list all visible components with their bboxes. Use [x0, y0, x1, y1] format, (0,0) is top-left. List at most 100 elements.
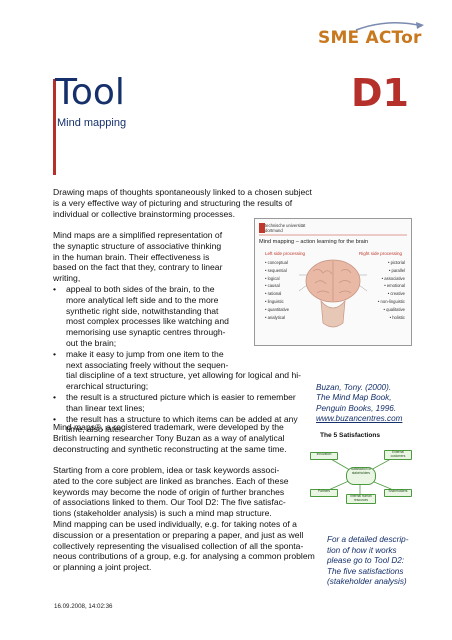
five-satisfactions-figure: The 5 Satisfactions Innovation External … [306, 428, 414, 518]
institution-line: technische universität [265, 223, 306, 228]
source-link[interactable]: www.buzancentres.com [316, 413, 403, 423]
method-paragraph: Starting from a core problem, idea or ta… [53, 465, 289, 519]
right-item: • holistic [389, 314, 405, 320]
source-line: The Mind Map Book, [316, 393, 392, 403]
intro-paragraph: Drawing maps of thoughts spontaneously l… [53, 187, 312, 219]
left-item: • conceptual [265, 260, 288, 265]
benefit-line: out the brain; [66, 337, 117, 348]
right-item: • associative [381, 275, 405, 281]
right-item: • parallel [388, 267, 405, 273]
benefit-line: next associating freely without the sequ… [66, 359, 229, 370]
benefit-line: the result is a structured picture which… [66, 391, 296, 402]
benefit-line: erarchical structuring; [66, 381, 149, 392]
node-partners: Partners [310, 489, 338, 497]
right-item: • non-linguistic [377, 298, 405, 304]
right-item: • pictorial [387, 260, 405, 265]
para5-line: collectively representing the visualised… [53, 540, 304, 551]
benefit-item: appeal to both sides of the brain, to th… [53, 284, 301, 349]
benefit-line: more analytical left side and to the mor… [66, 294, 219, 305]
logo-text: SME ACTor [318, 28, 422, 48]
title-accent-bar [53, 79, 56, 175]
left-side-heading: Left side processing [265, 251, 306, 256]
left-item: • logical [265, 275, 280, 281]
node-internal-hr: Internal human resources [346, 494, 376, 504]
note-line: (stakeholder analysis) [327, 577, 407, 586]
para2-line: Mind maps are a simplified representatio… [53, 230, 223, 240]
para3-line: British learning researcher Tony Buzan a… [53, 432, 285, 443]
benefit-line: time, also later. [66, 424, 124, 435]
intro-line: is a very effective way of picturing and… [53, 197, 293, 208]
benefit-line: most complex processes like watching and [66, 316, 229, 327]
left-item: • analytical [265, 314, 286, 320]
para5-line: or planning a joint project. [53, 562, 152, 573]
left-item: • quantitative [265, 306, 290, 312]
benefit-line: than linear text lines; [66, 402, 145, 413]
para2-line: writing, [53, 273, 81, 284]
source-line: Penguin Books, 1996. [316, 403, 397, 413]
para2-line: the synaptic structure of associative th… [53, 240, 222, 251]
trademark-paragraph: Mind maps®, a registered trademark, were… [53, 422, 287, 454]
para2-lines: Mind maps are a simplified representatio… [53, 230, 301, 284]
benefit-line: tial discipline of a text structure, yet… [66, 370, 302, 381]
brain-illustration [259, 223, 407, 328]
intro-text: Drawing maps of thoughts spontaneously l… [53, 187, 312, 219]
right-item: • emotional [384, 283, 405, 289]
para5-line: Mind mapping can be used individually, e… [53, 519, 297, 529]
benefit-item: the result is a structured picture which… [53, 392, 301, 414]
left-item: • sequential [265, 267, 287, 273]
logo-swoosh-icon [355, 22, 424, 31]
usage-paragraph: Mind mapping can be used individually, e… [53, 519, 315, 573]
para4-lines: Starting from a core problem, idea or ta… [53, 465, 289, 519]
node-center: Satisfaction of stakeholders [346, 467, 376, 485]
para5-line: discussion or a presentation or preparin… [53, 529, 304, 540]
note-line: tion of how it works [327, 545, 397, 555]
para5-lines: Mind mapping can be used individually, e… [53, 519, 315, 573]
source-line: Buzan, Tony. (2000). [316, 383, 392, 392]
para4-line: keywords may become the node of origin o… [53, 486, 285, 497]
footer-timestamp: 16.09.2008, 14:02:36 [54, 603, 113, 610]
benefit-item: the result has a structure to which item… [53, 414, 301, 436]
benefit-line: memorising use synaptic centres through- [66, 327, 226, 338]
benefit-line: appeal to both sides of the brain, to th… [66, 283, 215, 294]
note-line: For a detailed descrip- [327, 535, 409, 544]
para3-lines: Mind maps®, a registered trademark, were… [53, 422, 287, 454]
figure2-title: The 5 Satisfactions [320, 432, 381, 439]
source-lines: Buzan, Tony. (2000).The Mind Map Book,Pe… [316, 383, 402, 414]
institution-line: dortmund [265, 228, 283, 233]
note-line: please go to Tool D2: [327, 556, 405, 565]
para4-line: tions (stakeholder analysis) is such a m… [53, 508, 272, 519]
para4-line: ated to the core subject are linked as b… [53, 475, 289, 486]
node-shareholders: Shareholders [384, 489, 412, 497]
benefit-line: make it easy to jump from one item to th… [66, 348, 224, 359]
source-reference: Buzan, Tony. (2000).The Mind Map Book,Pe… [316, 383, 402, 424]
right-side-heading: Right side processing [359, 251, 403, 256]
right-item: • creative [387, 291, 405, 297]
figure1-title: Mind mapping – action learning for the b… [259, 239, 369, 245]
benefits-list: appeal to both sides of the brain, to th… [53, 284, 301, 435]
note-line: The five satisfactions [327, 566, 404, 576]
left-item: • rational [265, 291, 282, 297]
para3-line: Mind maps®, a registered trademark, were… [53, 422, 284, 432]
node-innovation: Innovation [310, 452, 338, 460]
para2-line: in the human brain. Their effectiveness … [53, 251, 210, 262]
tool-code: D1 [351, 71, 409, 115]
right-item: • qualitative [383, 306, 406, 312]
para4-line: Starting from a core problem, idea or ta… [53, 465, 280, 475]
node-external-customers: External customers [384, 450, 412, 460]
para3-line: deconstructing and synthetic reconstruct… [53, 443, 287, 454]
intro-line: Drawing maps of thoughts spontaneously l… [53, 187, 312, 197]
intro-line: individual or collective brainstorming p… [53, 208, 235, 219]
mind-map-explanation: Mind maps are a simplified representatio… [53, 230, 301, 435]
left-side-items: • conceptual • sequential • logical • causa… [265, 259, 289, 321]
right-side-items: • pictorial • parallel • associative • emot… [367, 259, 405, 321]
page-title: Tool [55, 72, 125, 113]
left-item: • linguistic [265, 298, 284, 304]
benefit-line: synthetic right side, notwithstanding th… [66, 305, 219, 316]
benefit-line: the result has a structure to which item… [66, 413, 298, 424]
benefit-item: make it easy to jump from one item to th… [53, 349, 301, 392]
left-item: • causal [265, 283, 280, 289]
page-subtitle: Mind mapping [57, 117, 127, 129]
para5-line: neous contributions of a group, e.g. for… [53, 551, 315, 562]
